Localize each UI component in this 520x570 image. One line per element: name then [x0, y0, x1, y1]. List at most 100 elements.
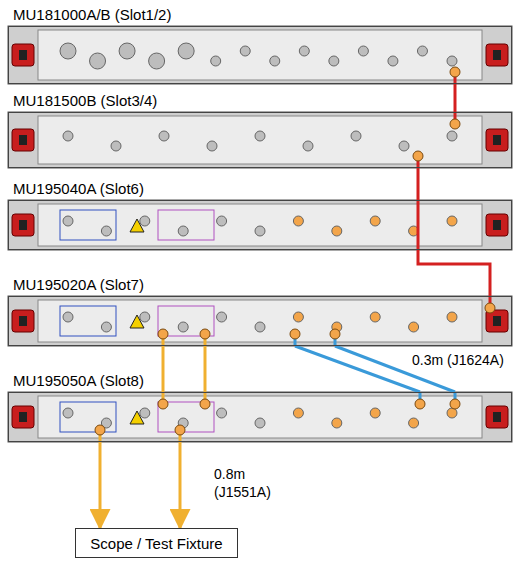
module-panel	[8, 392, 512, 442]
handle-latch	[19, 50, 27, 60]
cable	[204, 346, 207, 392]
panel-frame	[8, 26, 512, 84]
connector-jack	[140, 408, 150, 418]
connector-jack	[63, 312, 73, 322]
panel-handle	[486, 129, 508, 151]
cable-label: 0.3m (J1624A)	[410, 352, 514, 370]
connector-jack	[158, 399, 168, 409]
connector-jack	[447, 56, 457, 66]
connector-jack	[217, 312, 227, 322]
panel-handle	[12, 129, 34, 151]
connector-jack	[159, 131, 169, 141]
port-group-outline	[60, 210, 116, 240]
panel-handle	[486, 214, 508, 236]
connector-jack	[119, 43, 135, 59]
cable	[418, 168, 490, 296]
connector-jack	[200, 329, 210, 339]
connector-jack	[140, 216, 150, 226]
module-panel	[8, 26, 512, 84]
panel-face	[38, 30, 482, 80]
connector-jack	[255, 322, 265, 332]
panel-frame	[8, 392, 512, 442]
connector-jack	[450, 399, 460, 409]
connector-jack	[217, 408, 227, 418]
port-group-outline	[60, 402, 116, 432]
esd-warning-symbol	[130, 411, 144, 424]
connector-jack	[270, 56, 280, 66]
connector-jack	[450, 67, 460, 77]
esd-warning-symbol	[130, 219, 144, 232]
connector-jack	[358, 46, 368, 56]
connector-jack	[415, 399, 425, 409]
panel-handle	[12, 44, 34, 66]
connector-jack	[90, 53, 106, 69]
cable	[162, 346, 165, 392]
connector-jack	[63, 131, 73, 141]
module-panel	[8, 296, 512, 346]
cable	[295, 346, 420, 392]
module-panel: MU181000A/B (Slot1/2)	[8, 26, 512, 84]
connector-jack	[60, 43, 76, 59]
module-name: MU181000A/B (Slot1/2)	[13, 6, 171, 23]
panel-frame	[8, 112, 512, 168]
module-name: MU195050A (Slot8)	[13, 372, 144, 389]
port-group-outline	[158, 210, 214, 240]
handle-latch	[19, 412, 27, 422]
port-group-outline	[60, 306, 116, 336]
module-name: MU181500B (Slot3/4)	[13, 92, 157, 109]
connector-jack	[63, 216, 73, 226]
connector-jack	[409, 322, 419, 332]
connector-jack	[293, 216, 303, 226]
connector-jack	[485, 303, 495, 313]
esd-warning-symbol	[130, 315, 144, 328]
connector-jack	[293, 408, 303, 418]
connector-jack	[447, 216, 457, 226]
module-panel	[8, 200, 512, 250]
connector-jack	[200, 399, 210, 409]
connector-jack	[63, 408, 73, 418]
panel-handle	[12, 406, 34, 428]
handle-latch	[493, 50, 501, 60]
connector-jack	[178, 226, 188, 236]
cable	[179, 442, 182, 528]
connector-jack	[447, 408, 457, 418]
connector-jack	[158, 329, 168, 339]
connector-jack	[255, 418, 265, 428]
connector-jack	[101, 322, 111, 332]
module-panel: MU195020A (Slot7)	[8, 296, 512, 346]
connector-jack	[399, 141, 409, 151]
connector-jack	[175, 425, 185, 435]
connector-jack	[95, 425, 105, 435]
handle-latch	[19, 316, 27, 326]
connector-jack	[332, 418, 342, 428]
connector-jack	[211, 56, 221, 66]
connector-jack	[303, 141, 313, 151]
connector-jack	[178, 322, 188, 332]
connector-jack	[140, 312, 150, 322]
box-label: Scope / Test Fixture	[90, 535, 222, 552]
connector-jack	[409, 418, 419, 428]
handle-latch	[19, 220, 27, 230]
connector-jack	[149, 53, 165, 69]
panel-face	[38, 116, 482, 164]
panel-face	[38, 396, 482, 438]
module-panel: MU181500B (Slot3/4)	[8, 112, 512, 168]
connector-jack	[217, 216, 227, 226]
connector-jack	[450, 119, 460, 129]
module-name: MU195040A (Slot6)	[13, 180, 144, 197]
handle-latch	[493, 220, 501, 230]
module-name: MU195020A (Slot7)	[13, 276, 144, 293]
panel-handle	[12, 310, 34, 332]
connector-jack	[255, 131, 265, 141]
connector-jack	[413, 151, 423, 161]
cable	[454, 84, 457, 112]
panel-frame	[8, 296, 512, 346]
connector-jack	[370, 216, 380, 226]
connector-jack	[329, 56, 339, 66]
panel-handle	[486, 406, 508, 428]
panel-face	[38, 300, 482, 342]
connector-jack	[417, 46, 427, 56]
panel-frame	[8, 200, 512, 250]
connector-jack	[351, 131, 361, 141]
connector-jack	[101, 226, 111, 236]
